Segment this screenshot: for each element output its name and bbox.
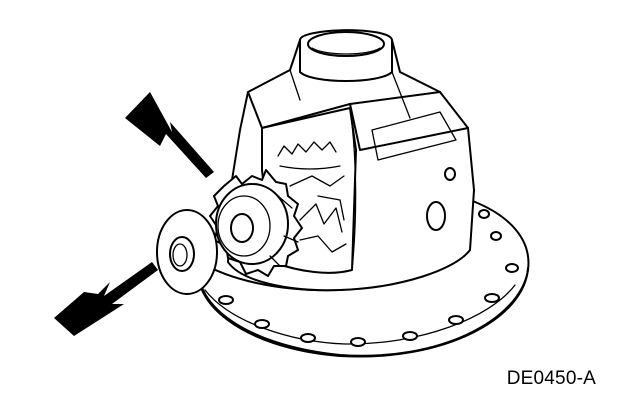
figure-code-label: DE0450-A [506, 368, 596, 389]
upper-pointer-arrow-icon [125, 92, 214, 178]
case-flange [197, 199, 530, 358]
pinion-gear [209, 169, 303, 277]
thrust-washer [156, 209, 218, 295]
lower-pointer-arrow-icon [54, 262, 158, 336]
